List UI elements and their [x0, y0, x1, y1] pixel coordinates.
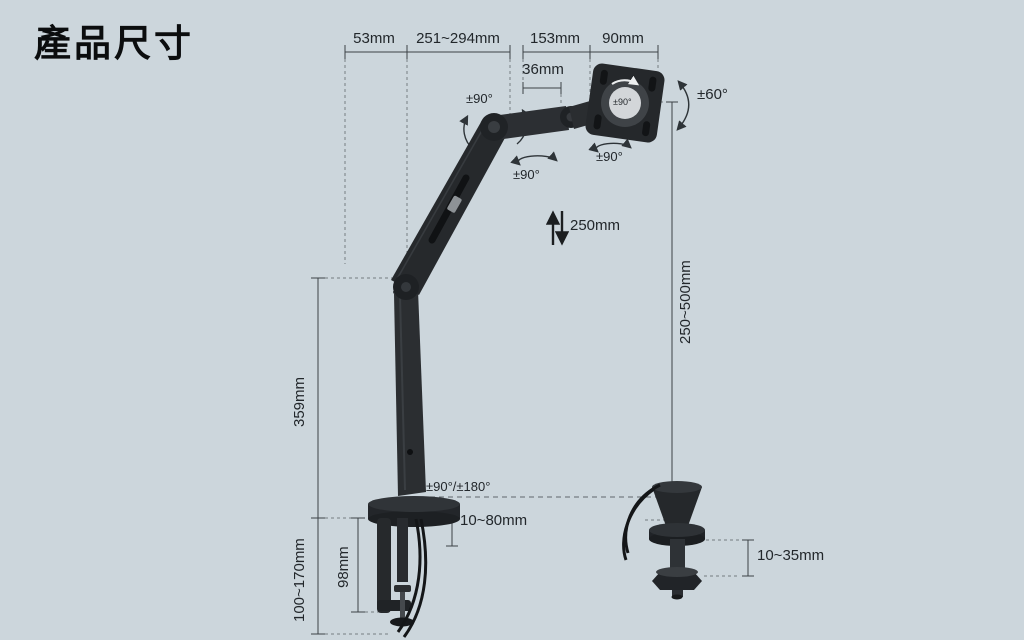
dim-label-251-294mm: 251~294mm — [416, 30, 500, 47]
elbow-joint-cap — [488, 121, 500, 133]
angle-label-base-rotation: ±90°/±180° — [426, 479, 491, 494]
angle-label-tilt: ±60° — [697, 86, 728, 103]
dim-label-90mm: 90mm — [602, 30, 644, 47]
monitor-arm — [391, 63, 665, 496]
cable — [622, 487, 655, 561]
dim-label-100-170mm: 100~170mm — [291, 538, 308, 622]
angle-label-forearm: ±90° — [513, 167, 540, 182]
dim-label-10-35mm: 10~35mm — [757, 547, 825, 564]
height-range-arrows — [545, 210, 570, 246]
angle-label-head: ±90° — [596, 149, 623, 164]
dim-label-250-500mm: 250~500mm — [677, 260, 694, 345]
lower-joint-cap — [401, 282, 411, 292]
riser-post — [393, 287, 426, 496]
dim-label-10-80mm: 10~80mm — [460, 512, 528, 529]
dim-label-359mm: 359mm — [291, 376, 308, 428]
spring-arm — [391, 122, 506, 295]
forearm-link — [492, 106, 569, 140]
cable — [396, 518, 422, 633]
desk-clamp-base — [368, 496, 460, 638]
dim-label-250mm: 250mm — [570, 217, 621, 234]
page-title: 產品尺寸 — [34, 23, 194, 64]
angle-label-elbow: ±90° — [466, 91, 493, 106]
dim-label-36mm: 36mm — [522, 61, 564, 78]
cable — [402, 518, 428, 638]
dim-label-153mm: 153mm — [529, 30, 581, 47]
vesa-rotation-arrow-icon — [611, 75, 640, 86]
dim-label-98mm: 98mm — [335, 546, 352, 588]
grommet-base — [622, 481, 705, 600]
vesa-rotation-ring-center — [609, 87, 641, 119]
angle-label-vesa: ±90° — [613, 97, 632, 107]
dim-label-53mm: 53mm — [353, 30, 395, 47]
